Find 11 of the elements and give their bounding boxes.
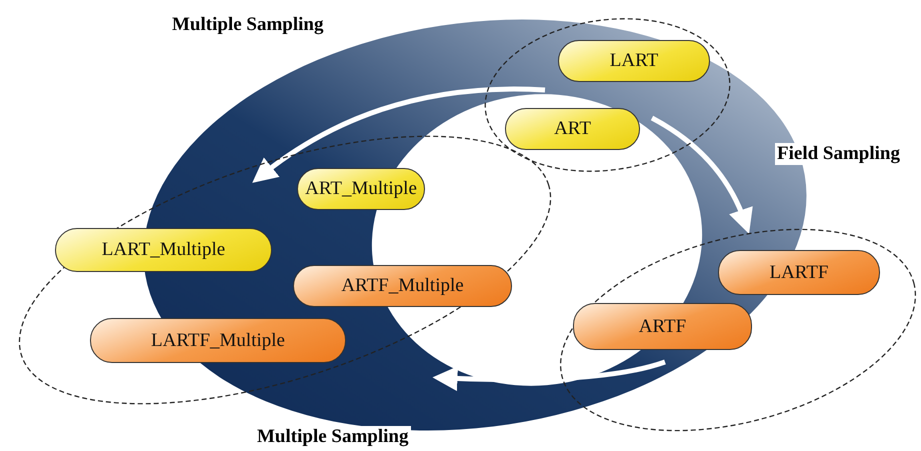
- label-pill: LART_Multiple: [55, 228, 272, 272]
- section-label: Multiple Sampling: [170, 14, 326, 36]
- label-pill: ARTF: [573, 303, 752, 350]
- section-label: Multiple Sampling: [255, 426, 410, 448]
- label-pill: LART: [558, 40, 710, 82]
- label-pill: ART_Multiple: [297, 168, 425, 210]
- section-label: Field Sampling: [775, 143, 902, 165]
- label-pill: LARTF: [718, 250, 880, 295]
- label-pill: ARTF_Multiple: [293, 265, 512, 307]
- label-pill: LARTF_Multiple: [90, 318, 346, 363]
- label-pill: ART: [505, 108, 640, 150]
